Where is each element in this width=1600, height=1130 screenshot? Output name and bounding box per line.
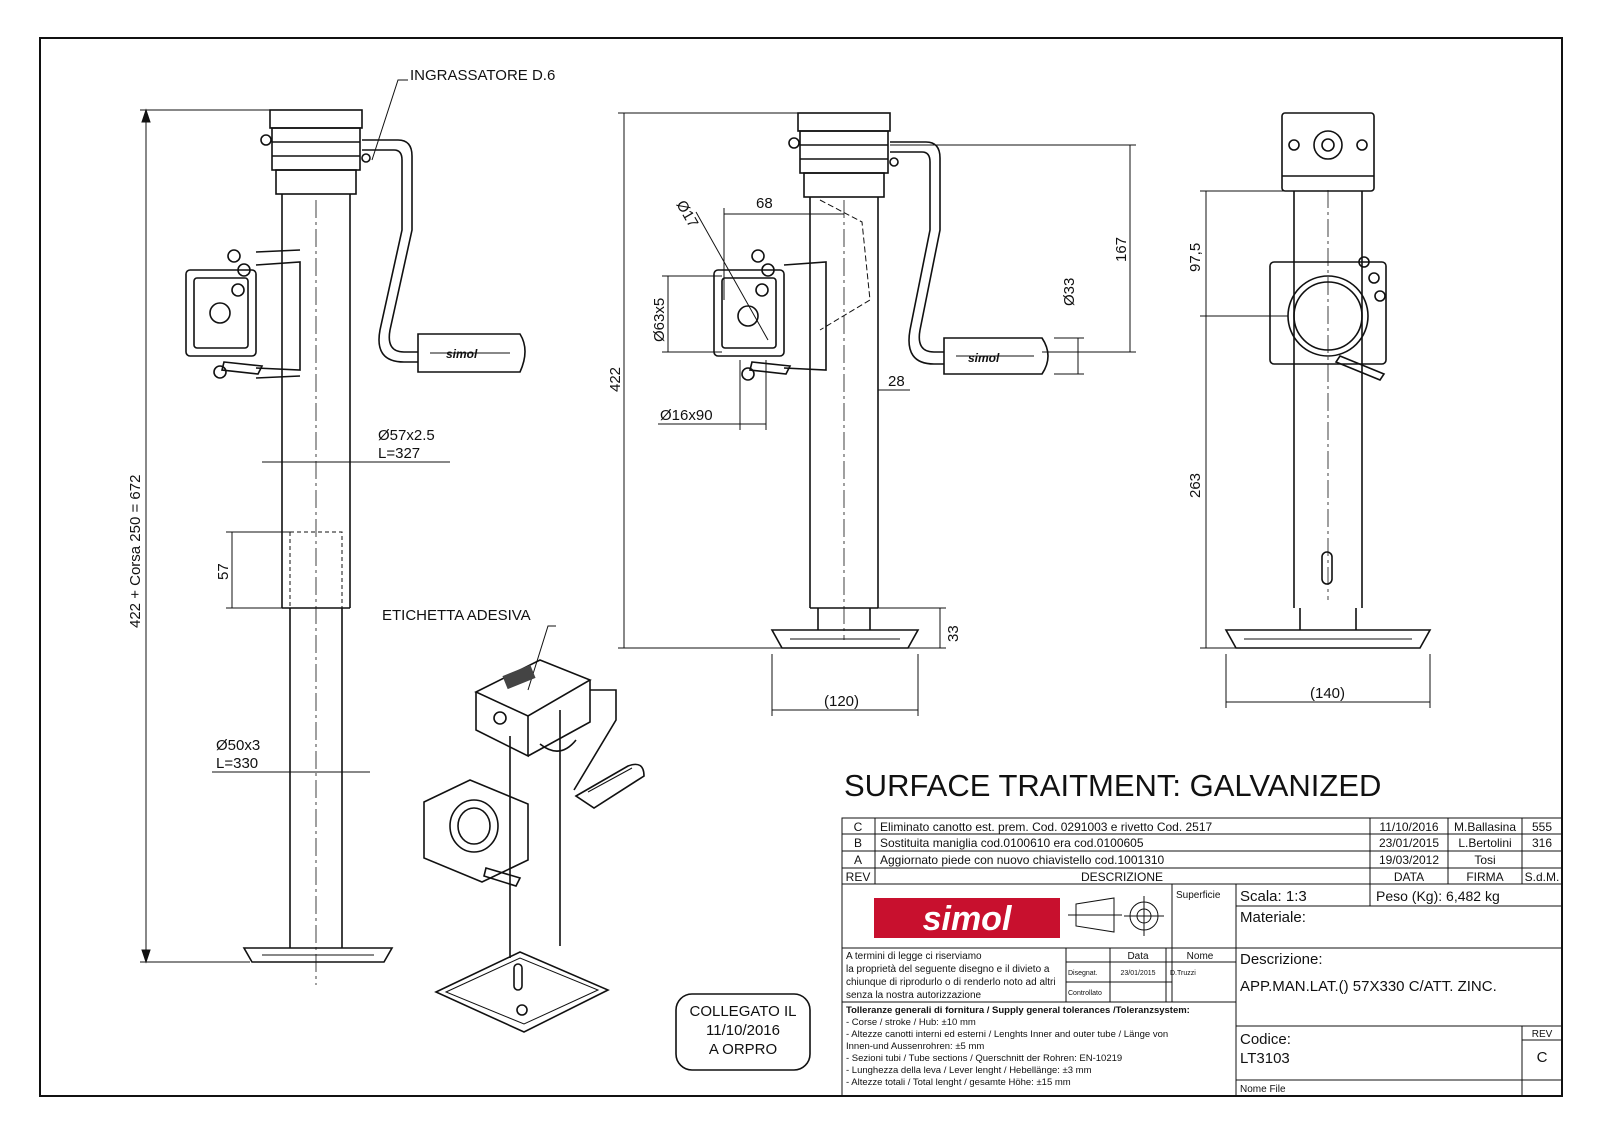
material-label: Materiale:	[1240, 909, 1306, 926]
rev-c-letter: C	[854, 820, 863, 834]
legal-line-2: la proprietà del seguente disegno e il d…	[846, 964, 1050, 975]
stamp-line-3: A ORPRO	[709, 1041, 777, 1058]
inner-tube-length: L=330	[216, 755, 258, 772]
stamp-box	[675, 993, 811, 1071]
overall-length-label: 422 + Corsa 250 = 672	[127, 475, 144, 628]
rev-b-letter: B	[854, 836, 862, 850]
rev-header-sign: FIRMA	[1466, 870, 1503, 884]
tolerance-line-5: - Lunghezza della leva / Lever lenght / …	[846, 1065, 1092, 1076]
legal-line-4: senza la nostra autorizzazione	[846, 990, 982, 1001]
dim-d33-handle: Ø33	[1061, 278, 1078, 306]
dim-28: 28	[888, 373, 905, 390]
rev-label: REV	[1532, 1029, 1553, 1040]
side-view-middle-dimensions	[618, 112, 1136, 716]
rev-header-sdm: S.d.M.	[1525, 870, 1560, 884]
dim-422: 422	[607, 367, 624, 392]
code-label: Codice:	[1240, 1031, 1291, 1048]
legal-line-3: chiunque di riprodurlo o di renderlo not…	[846, 977, 1056, 988]
rev-b-desc: Sostituita maniglia cod.0100610 era cod.…	[880, 836, 1144, 850]
side-view-left-dimensions	[140, 79, 556, 964]
rev-b-date: 23/01/2015	[1379, 836, 1439, 850]
overlap-label: 57	[215, 563, 232, 580]
handle-brand-left: simol	[446, 347, 478, 361]
rev-header-desc: DESCRIZIONE	[1081, 870, 1163, 884]
revision-table	[841, 817, 1563, 885]
revision-rows: C Eliminato canotto est. prem. Cod. 0291…	[846, 820, 1560, 884]
front-view-dimensions	[1200, 190, 1431, 708]
code-value: LT3103	[1240, 1050, 1290, 1067]
tolerance-line-6: - Altezze totali / Total lenght / gesamt…	[846, 1077, 1071, 1088]
description-value: APP.MAN.LAT.() 57X330 C/ATT. ZINC.	[1240, 978, 1497, 995]
stamp-line-1: COLLEGATO IL	[690, 1003, 797, 1020]
dim-97-5: 97,5	[1187, 243, 1204, 272]
handle-brand-middle: simol	[968, 351, 1000, 365]
dim-d17: Ø17	[673, 198, 702, 231]
rev-a-sign: Tosi	[1474, 853, 1495, 867]
rev-c-desc: Eliminato canotto est. prem. Cod. 029100…	[880, 820, 1213, 834]
rev-c-sign: M.Ballasina	[1454, 820, 1516, 834]
drawn-name: D.Truzzi	[1170, 970, 1196, 977]
inner-tube-label: Ø50x3	[216, 737, 260, 754]
tolerance-line-3: Innen-und Aussenrohren: ±5 mm	[846, 1041, 984, 1052]
rev-a-desc: Aggiornato piede con nuovo chiavistello …	[880, 853, 1165, 867]
dim-33-foot: 33	[945, 625, 962, 642]
rev-b-sign: L.Bertolini	[1458, 836, 1511, 850]
legal-line-1: A termini di legge ci riserviamo	[846, 951, 982, 962]
drawn-date: 23/01/2015	[1120, 970, 1155, 977]
grease-nipple-label: INGRASSATORE D.6	[410, 67, 555, 84]
superficie-label: Superficie	[1176, 890, 1221, 901]
nome-header: Nome	[1187, 951, 1214, 962]
dim-140: (140)	[1310, 685, 1345, 702]
tolerances-title: Tolleranze generali di fornitura / Suppl…	[846, 1005, 1190, 1016]
scale-label: Scala: 1:3	[1240, 888, 1307, 905]
data-header: Data	[1127, 951, 1149, 962]
outer-tube-label: Ø57x2.5	[378, 427, 435, 444]
title-block-grid	[841, 883, 1563, 1097]
tolerance-line-4: - Sezioni tubi / Tube sections / Quersch…	[846, 1053, 1122, 1064]
side-view-left	[185, 109, 526, 985]
dim-167: 167	[1113, 237, 1130, 262]
side-view-middle	[713, 112, 1049, 649]
outer-tube-length: L=327	[378, 445, 420, 462]
rev-a-letter: A	[854, 853, 862, 867]
surface-treatment-title: SURFACE TRAITMENT: GALVANIZED	[844, 768, 1381, 803]
dim-d16x90: Ø16x90	[660, 407, 713, 424]
rev-header-rev: REV	[846, 870, 871, 884]
rev-a-date: 19/03/2012	[1379, 853, 1439, 867]
simol-logo-box	[874, 898, 1060, 938]
filename-label: Nome File	[1240, 1084, 1286, 1095]
rev-c-sdm: 555	[1532, 820, 1552, 834]
rev-b-sdm: 316	[1532, 836, 1552, 850]
weight-label: Peso (Kg): 6,482 kg	[1376, 888, 1500, 904]
tolerance-line-2: - Altezze canotti interni ed esterni / L…	[846, 1029, 1168, 1040]
dim-263: 263	[1187, 473, 1204, 498]
simol-logo: simol	[923, 900, 1013, 938]
dim-d63x5: Ø63x5	[651, 298, 668, 342]
stamp-line-2: 11/10/2016	[706, 1022, 780, 1039]
isometric-view	[423, 659, 645, 1033]
rev-header-date: DATA	[1394, 870, 1424, 884]
sticker-label: ETICHETTA ADESIVA	[382, 607, 531, 624]
sticker-mark	[502, 664, 536, 690]
description-label: Descrizione:	[1240, 951, 1323, 968]
dim-68: 68	[756, 195, 773, 212]
sheet-border	[39, 37, 1563, 1097]
front-view	[1224, 112, 1432, 649]
rev-c-date: 11/10/2016	[1379, 820, 1438, 834]
tolerance-line-1: - Corse / stroke / Hub: ±10 mm	[846, 1017, 976, 1028]
dim-120: (120)	[824, 693, 859, 710]
drawn-by-label: Disegnat.	[1068, 970, 1098, 977]
rev-value: C	[1537, 1049, 1548, 1066]
checked-label: Controllato	[1068, 990, 1102, 997]
